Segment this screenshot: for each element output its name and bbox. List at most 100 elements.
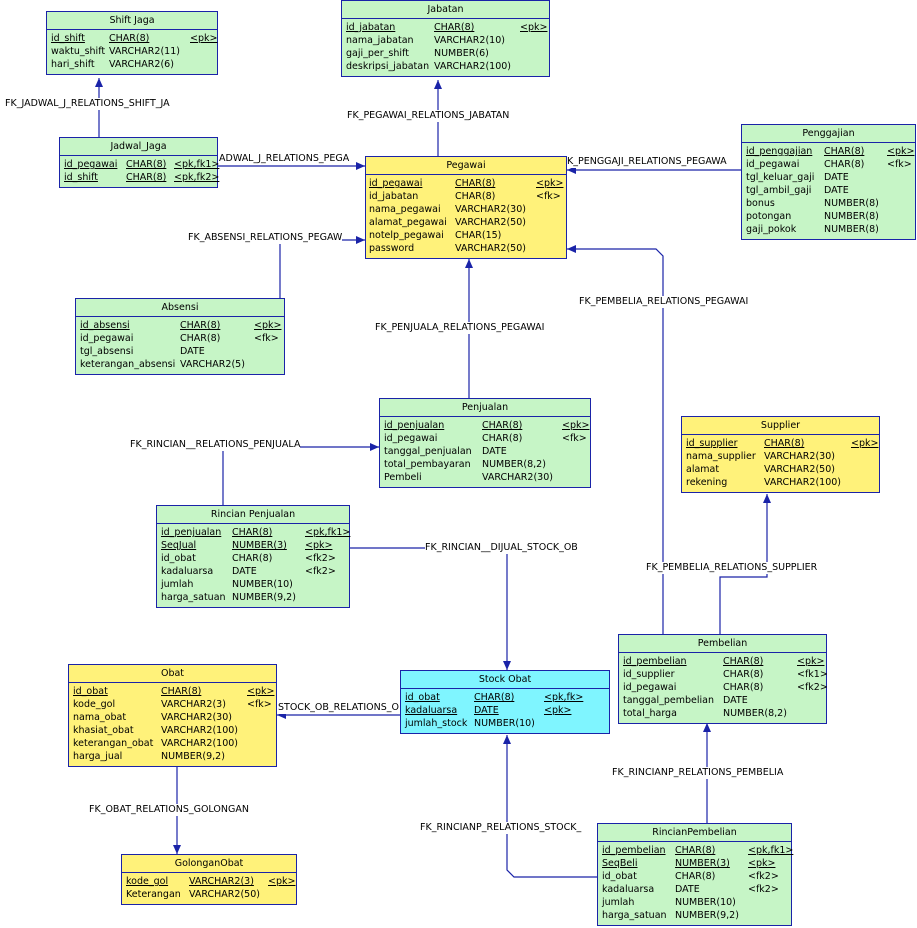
entity-title: Absensi: [76, 299, 284, 317]
entity-title: Stock Obat: [401, 671, 609, 689]
attribute-type: CHAR(8): [723, 669, 764, 680]
attribute-type: VARCHAR2(100): [161, 738, 238, 749]
attribute-name: jumlah: [161, 579, 194, 590]
attribute-type: NUMBER(9,2): [161, 751, 225, 762]
entity-title: GolonganObat: [122, 855, 296, 873]
attribute-type: CHAR(8): [161, 686, 202, 697]
relation-arrow-r14: [503, 735, 511, 744]
attribute-name: nama_pegawai: [369, 204, 441, 215]
attribute-type: VARCHAR2(6): [109, 59, 174, 70]
attribute-name: Keterangan: [126, 889, 181, 900]
attribute-key: <pk>: [520, 22, 548, 33]
entity-title: Jabatan: [342, 1, 549, 19]
attribute-name: kadaluarsa: [405, 705, 458, 716]
attribute-type: VARCHAR2(30): [161, 712, 232, 723]
attribute-name: khasiat_obat: [73, 725, 134, 736]
attribute-row: nama_obat VARCHAR2(30): [69, 711, 276, 724]
attribute-name: potongan: [746, 211, 792, 222]
attribute-name: id_shift: [64, 172, 98, 183]
relation-arrow-r3: [356, 162, 365, 170]
relation-arrow-r9: [503, 661, 511, 670]
relation-label-r2: FK_PEGAWAI_RELATIONS_JABATAN: [347, 110, 510, 122]
relation-arrow-r10: [763, 494, 771, 503]
attribute-type: VARCHAR2(30): [764, 451, 835, 462]
attribute-type: NUMBER(3): [232, 540, 287, 551]
relation-label-r6: FK_PEMBELIA_RELATIONS_PEGAWAI: [579, 296, 749, 308]
attribute-name: harga_satuan: [161, 592, 226, 603]
attribute-type: NUMBER(8,2): [723, 708, 787, 719]
relation-line-r6: [567, 248, 664, 634]
attribute-name: bonus: [746, 198, 775, 209]
attribute-key: <pk>: [268, 876, 296, 887]
attribute-key: <fk2>: [797, 682, 828, 693]
attribute-name: id_pembelian: [623, 656, 687, 667]
attribute-name: harga_satuan: [602, 910, 667, 921]
attribute-key: <pk,fk1>: [748, 845, 794, 856]
attribute-name: id_pegawai: [746, 159, 800, 170]
attribute-name: tgl_absensi: [80, 346, 134, 357]
relation-arrow-r8: [370, 443, 379, 451]
relation-line-r9: [350, 547, 508, 670]
attribute-name: kadaluarsa: [161, 566, 214, 577]
entity-title: Pembelian: [619, 635, 826, 653]
attribute-name: nama_obat: [73, 712, 127, 723]
attribute-name: id_jabatan: [369, 191, 419, 202]
attribute-type: VARCHAR2(5): [180, 359, 245, 370]
attribute-type: CHAR(8): [723, 682, 764, 693]
entity-title: Rincian Penjualan: [157, 506, 349, 524]
attribute-name: id_pegawai: [80, 333, 134, 344]
attribute-type: CHAR(8): [824, 146, 865, 157]
attribute-key: <pk>: [748, 858, 776, 869]
attribute-name: id_pegawai: [64, 159, 118, 170]
attribute-name: id_supplier: [623, 669, 675, 680]
attribute-name: id_penjualan: [384, 420, 445, 431]
attribute-type: VARCHAR2(3): [189, 876, 254, 887]
attribute-key: <fk2>: [305, 553, 336, 564]
attribute-name: nama_supplier: [686, 451, 756, 462]
relation-label-r1: FK_JADWAL_J_RELATIONS_SHIFT_JA: [5, 98, 170, 110]
relation-label-r8: FK_RINCIAN__RELATIONS_PENJUALA: [130, 439, 301, 451]
relation-arrow-r1: [95, 78, 103, 87]
relation-arrow-r2: [434, 80, 442, 89]
attribute-type: VARCHAR2(10): [434, 35, 505, 46]
attribute-name: id_pegawai: [623, 682, 677, 693]
attribute-name: id_penjualan: [161, 527, 222, 538]
relation-line-r8: [222, 446, 379, 505]
attribute-name: total_harga: [623, 708, 677, 719]
entity-title: Penjualan: [380, 399, 590, 417]
relation-line-r10: [719, 494, 768, 634]
attribute-type: DATE: [232, 566, 257, 577]
attribute-type: DATE: [824, 185, 849, 196]
